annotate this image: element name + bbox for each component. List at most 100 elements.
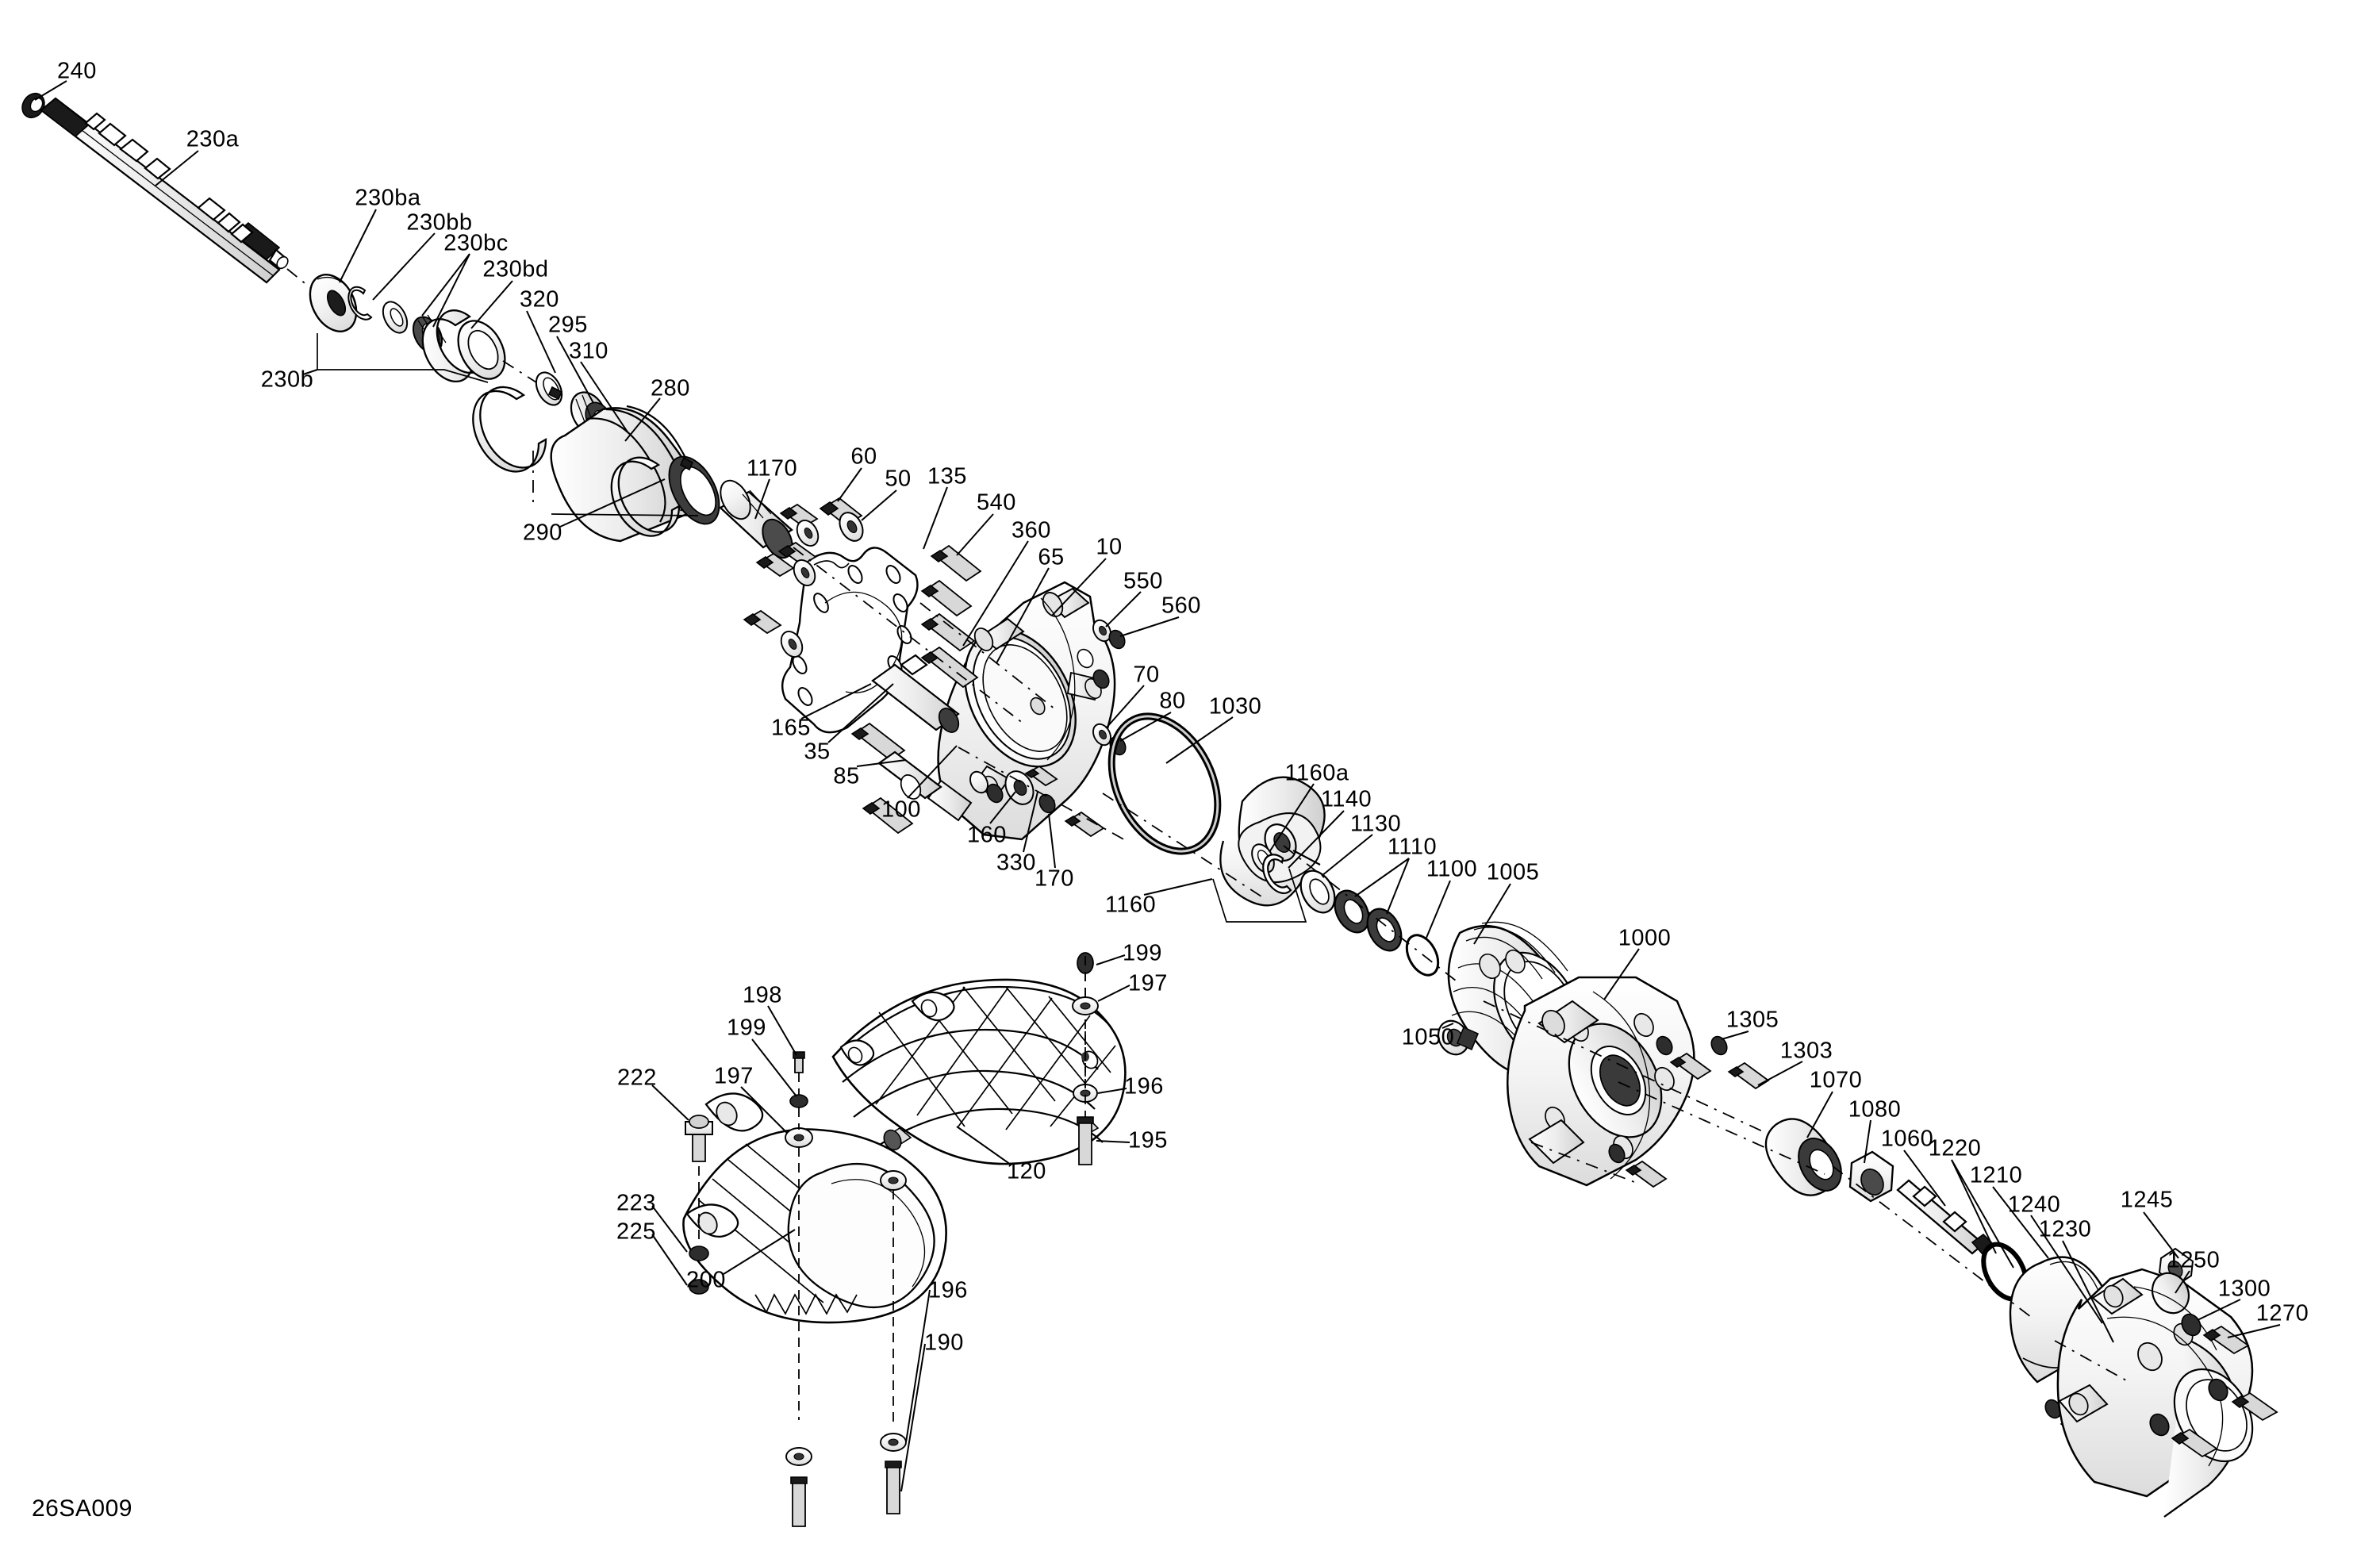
callout-310: 310 bbox=[569, 338, 608, 364]
part-165-pin bbox=[871, 654, 960, 733]
callout-1140: 1140 bbox=[1320, 786, 1372, 812]
callout-1005: 1005 bbox=[1486, 859, 1540, 885]
callout-197: 197 bbox=[1128, 970, 1168, 996]
callout-1100: 1100 bbox=[1426, 856, 1478, 882]
part-230ba-washer bbox=[309, 274, 358, 332]
callout-223: 223 bbox=[616, 1190, 656, 1216]
part-540-screw bbox=[930, 544, 982, 582]
callout-1220: 1220 bbox=[1928, 1135, 1982, 1161]
part-320-ring bbox=[535, 371, 563, 406]
callout-85: 85 bbox=[833, 763, 860, 789]
callout-1240: 1240 bbox=[2007, 1192, 2061, 1218]
callout-120: 120 bbox=[1007, 1158, 1046, 1184]
part-1110-bearing-b bbox=[1366, 908, 1403, 952]
callout-1230: 1230 bbox=[2038, 1216, 2092, 1242]
callout-230b: 230b bbox=[260, 367, 314, 393]
part-290-clamp-right bbox=[610, 456, 694, 537]
part-50-washer bbox=[839, 512, 864, 542]
callout-225: 225 bbox=[616, 1219, 656, 1245]
callout-195: 195 bbox=[1128, 1127, 1168, 1153]
part-1140-circlip bbox=[1262, 854, 1292, 894]
callout-1160: 1160 bbox=[1104, 892, 1157, 918]
part-1110-bearing-a bbox=[1334, 889, 1370, 934]
callout-230bc: 230bc bbox=[443, 230, 509, 256]
callout-1303: 1303 bbox=[1779, 1038, 1833, 1064]
callout-1110: 1110 bbox=[1387, 834, 1438, 860]
callout-1070: 1070 bbox=[1809, 1067, 1863, 1093]
part-1080-nut bbox=[1848, 1150, 1894, 1203]
fastener-cluster-a bbox=[743, 503, 820, 658]
diagram-caption: 26SA009 bbox=[32, 1495, 132, 1522]
callout-160: 160 bbox=[967, 822, 1007, 848]
callout-295: 295 bbox=[548, 312, 588, 338]
callout-196: 196 bbox=[1124, 1073, 1164, 1100]
callout-230bd: 230bd bbox=[482, 256, 549, 282]
callout-1080: 1080 bbox=[1848, 1096, 1902, 1123]
callout-197: 197 bbox=[714, 1063, 754, 1089]
callout-1170: 1170 bbox=[746, 455, 798, 482]
leader-lines bbox=[34, 80, 2281, 1492]
part-230b-subassembly bbox=[309, 274, 537, 383]
drive-shaft-assembly bbox=[21, 92, 330, 304]
callout-165: 165 bbox=[771, 715, 811, 741]
part-1100-oring bbox=[1405, 934, 1440, 977]
callout-196: 196 bbox=[928, 1277, 968, 1303]
callout-230ba: 230ba bbox=[355, 185, 421, 211]
callout-240: 240 bbox=[57, 58, 97, 84]
assembly-axes bbox=[793, 547, 2127, 1381]
callout-1245: 1245 bbox=[2120, 1187, 2174, 1213]
part-230a-shaft bbox=[40, 97, 289, 284]
callout-200: 200 bbox=[686, 1267, 726, 1293]
callout-230bb: 230bb bbox=[406, 209, 473, 236]
callout-222: 222 bbox=[617, 1065, 657, 1091]
callout-10: 10 bbox=[1096, 534, 1123, 560]
callout-1300: 1300 bbox=[2217, 1276, 2271, 1302]
part-280-boot bbox=[550, 405, 720, 543]
callout-1160a: 1160a bbox=[1284, 760, 1349, 786]
callout-35: 35 bbox=[804, 739, 831, 765]
callout-80: 80 bbox=[1159, 688, 1186, 714]
part-85-sleeve bbox=[862, 750, 942, 835]
callout-100: 100 bbox=[881, 796, 921, 823]
callout-135: 135 bbox=[927, 463, 967, 489]
callout-1270: 1270 bbox=[2255, 1300, 2309, 1326]
part-1030-oring bbox=[1107, 712, 1222, 855]
part-290-clamp-left bbox=[472, 386, 563, 473]
part-230bb-ring bbox=[382, 301, 409, 334]
callout-190: 190 bbox=[924, 1330, 964, 1356]
fasteners-1300-1270 bbox=[2149, 1313, 2278, 1458]
callout-550: 550 bbox=[1123, 568, 1163, 594]
cv-boot-group bbox=[472, 386, 720, 543]
part-230bd-seal bbox=[421, 309, 506, 383]
pump-shaft-hardware bbox=[1251, 843, 1440, 977]
callout-1130: 1130 bbox=[1349, 811, 1402, 837]
callout-60: 60 bbox=[850, 443, 877, 470]
callout-560: 560 bbox=[1161, 593, 1201, 619]
callout-65: 65 bbox=[1038, 544, 1065, 570]
callout-1050: 1050 bbox=[1401, 1024, 1455, 1050]
callout-170: 170 bbox=[1035, 866, 1074, 892]
callout-70: 70 bbox=[1133, 662, 1160, 688]
part-230bb-circlip bbox=[347, 286, 373, 320]
part-1070-bearing bbox=[1764, 1118, 1842, 1196]
callout-199: 199 bbox=[727, 1015, 766, 1041]
callout-199: 199 bbox=[1123, 940, 1162, 966]
part-1050-plug bbox=[1437, 1019, 1479, 1056]
callout-1305: 1305 bbox=[1726, 1007, 1779, 1033]
callout-540: 540 bbox=[977, 489, 1016, 516]
fasteners-housing-left bbox=[743, 497, 982, 835]
callout-1210: 1210 bbox=[1969, 1162, 2023, 1188]
callout-330: 330 bbox=[996, 850, 1036, 876]
callout-230a: 230a bbox=[186, 126, 240, 152]
callout-320: 320 bbox=[520, 286, 559, 313]
callout-198: 198 bbox=[743, 982, 782, 1008]
part-1060-shaft bbox=[1896, 1179, 1996, 1257]
part-1000-pump-housing bbox=[1507, 976, 1695, 1187]
callout-280: 280 bbox=[651, 375, 690, 401]
callout-1060: 1060 bbox=[1880, 1126, 1934, 1152]
callout-1000: 1000 bbox=[1618, 925, 1672, 951]
callout-1250: 1250 bbox=[2167, 1247, 2221, 1273]
driveshaft-rear-group bbox=[1764, 1118, 2194, 1442]
